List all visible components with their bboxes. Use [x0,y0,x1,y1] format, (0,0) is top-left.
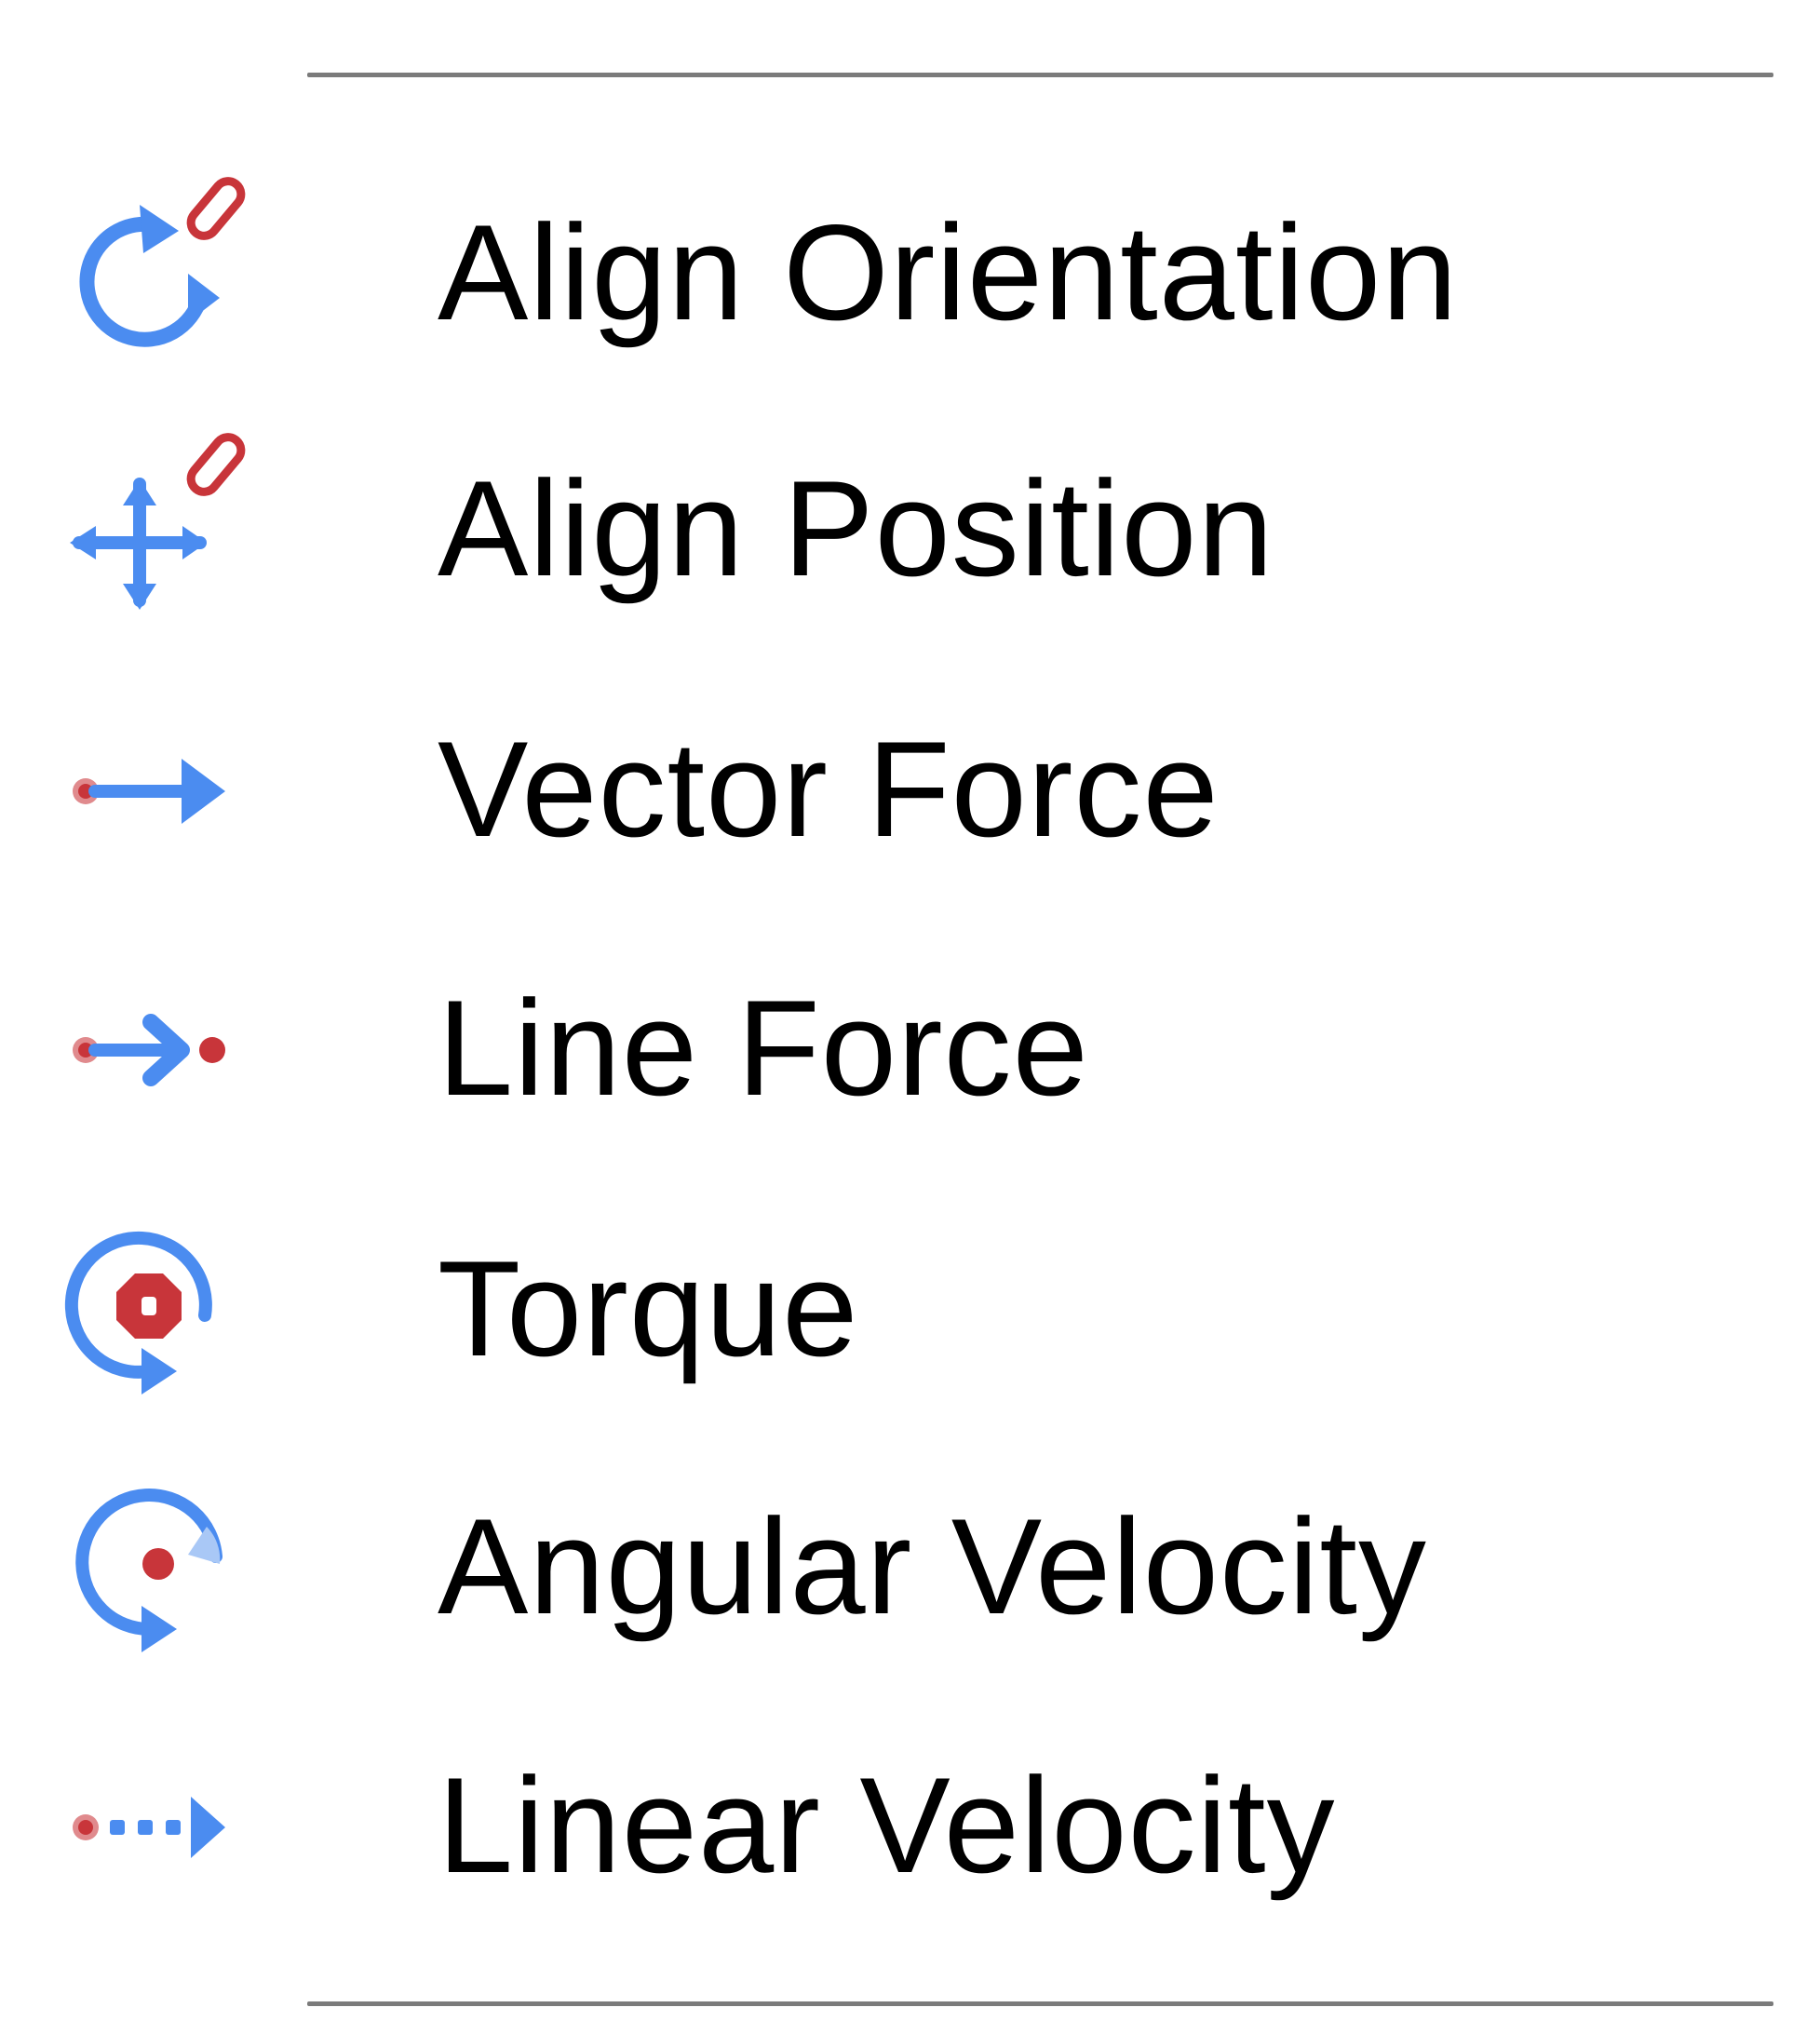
menu-item-vector-force[interactable]: Vector Force [37,675,1769,898]
menu-item-label: Vector Force [438,713,1220,865]
linear-velocity-icon [47,1711,270,1934]
menu-item-label: Align Orientation [438,196,1459,348]
menu-item-label: Linear Velocity [438,1749,1336,1901]
align-orientation-icon [47,158,270,382]
line-force-icon [47,934,270,1157]
menu-item-label: Align Position [438,452,1274,604]
menu-item-label: Torque [438,1233,859,1384]
menu-item-line-force[interactable]: Line Force [37,934,1769,1157]
menu-item-align-orientation[interactable]: Align Orientation [37,158,1769,382]
menu-item-torque[interactable]: Torque [37,1194,1769,1418]
angular-velocity-icon [47,1452,270,1676]
align-position-icon [47,414,270,638]
bottom-divider [307,2001,1773,2006]
top-divider [307,73,1773,77]
menu-item-label: Angular Velocity [438,1490,1427,1642]
torque-icon [47,1194,270,1418]
menu-item-angular-velocity[interactable]: Angular Velocity [37,1452,1769,1676]
menu-item-align-position[interactable]: Align Position [37,414,1769,638]
menu-item-label: Line Force [438,972,1089,1124]
vector-force-icon [47,675,270,898]
menu-item-linear-velocity[interactable]: Linear Velocity [37,1711,1769,1934]
